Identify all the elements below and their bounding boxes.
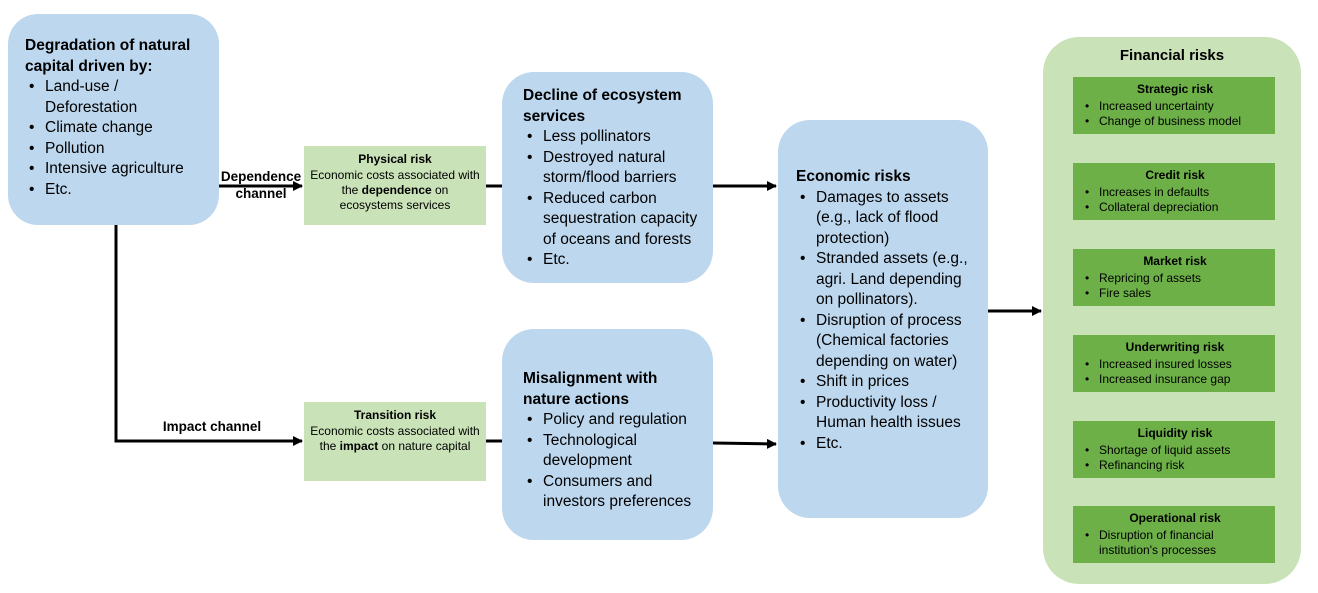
risk-title: Underwriting risk <box>1125 340 1225 354</box>
impact-channel-label: Impact channel <box>162 419 262 434</box>
list-item: Destroyed natural storm/flood barriers <box>527 148 705 189</box>
risk-title: Market risk <box>1143 254 1207 268</box>
financial-risks-panel: Financial risks Strategic risk Increased… <box>1043 37 1301 584</box>
list-item: Reduced carbon sequestration capacity of… <box>527 189 705 251</box>
list-item: Repricing of assets <box>1085 271 1269 287</box>
list-item: Collateral depreciation <box>1085 200 1269 216</box>
misalignment-list: Policy and regulation Technological deve… <box>523 410 705 513</box>
list-item: Increased insurance gap <box>1085 372 1269 388</box>
liquidity-risk-box: Liquidity risk Shortage of liquid assets… <box>1073 421 1275 478</box>
misalignment-box: Misalignment with nature actions Policy … <box>502 329 713 540</box>
list-item: Disruption of process (Chemical factorie… <box>800 311 980 373</box>
financial-risks-title: Financial risks <box>1119 47 1225 64</box>
list-item: Increases in defaults <box>1085 185 1269 201</box>
economic-risks-box: Economic risks Damages to assets (e.g., … <box>778 120 988 518</box>
list-item: Climate change <box>29 118 209 139</box>
list-item: Policy and regulation <box>527 410 705 431</box>
transition-risk-title: Transition risk <box>353 408 437 422</box>
list-item: Disruption of financial institution's pr… <box>1085 528 1269 559</box>
list-item: Change of business model <box>1085 114 1269 130</box>
economic-risks-title: Economic risks <box>796 168 911 185</box>
list-item: Fire sales <box>1085 286 1269 302</box>
list-item: Etc. <box>527 250 705 271</box>
list-item: Etc. <box>800 434 980 455</box>
ecosystem-decline-box: Decline of ecosystem services Less polli… <box>502 72 713 283</box>
physical-risk-text: Economic costs associated with the depen… <box>310 168 480 212</box>
misalignment-title: Misalignment with nature actions <box>523 370 658 408</box>
list-item: Intensive agriculture <box>29 159 209 180</box>
degradation-title: Degradation of natural capital driven by… <box>25 37 191 75</box>
transition-risk-text: Economic costs associated with the impac… <box>310 424 480 453</box>
credit-risk-box: Credit risk Increases in defaults Collat… <box>1073 163 1275 220</box>
list-item: Refinancing risk <box>1085 458 1269 474</box>
list-item: Shift in prices <box>800 372 980 393</box>
list-item: Less pollinators <box>527 127 705 148</box>
arrow-impact-channel <box>114 225 303 446</box>
list-item: Increased uncertainty <box>1085 99 1269 115</box>
physical-risk-box: Physical risk Economic costs associated … <box>304 146 486 225</box>
list-item: Productivity loss / Human health issues <box>800 393 980 434</box>
operational-risk-box: Operational risk Disruption of financial… <box>1073 506 1275 563</box>
arrow-misalignment-to-economic <box>712 438 777 449</box>
ecosystem-decline-list: Less pollinators Destroyed natural storm… <box>523 127 705 271</box>
physical-risk-title: Physical risk <box>358 152 432 166</box>
list-item: Land-use / Deforestation <box>29 77 209 118</box>
risk-title: Operational risk <box>1129 511 1221 525</box>
ecosystem-decline-title: Decline of ecosystem services <box>523 87 682 125</box>
risk-title: Strategic risk <box>1136 82 1214 96</box>
list-item: Stranded assets (e.g., agri. Land depend… <box>800 249 980 311</box>
dependence-channel-label: Dependence channel <box>220 169 302 201</box>
list-item: Damages to assets (e.g., lack of flood p… <box>800 188 980 250</box>
degradation-box: Degradation of natural capital driven by… <box>8 14 219 225</box>
strategic-risk-box: Strategic risk Increased uncertainty Cha… <box>1073 77 1275 134</box>
underwriting-risk-box: Underwriting risk Increased insured loss… <box>1073 335 1275 392</box>
list-item: Etc. <box>29 180 209 201</box>
list-item: Consumers and investors preferences <box>527 472 705 513</box>
economic-risks-list: Damages to assets (e.g., lack of flood p… <box>796 188 980 455</box>
market-risk-box: Market risk Repricing of assets Fire sal… <box>1073 249 1275 306</box>
transition-risk-box: Transition risk Economic costs associate… <box>304 402 486 481</box>
risk-title: Liquidity risk <box>1137 426 1213 440</box>
list-item: Pollution <box>29 139 209 160</box>
list-item: Technological development <box>527 431 705 472</box>
degradation-list: Land-use / Deforestation Climate change … <box>25 77 209 200</box>
risk-title: Credit risk <box>1145 168 1205 182</box>
list-item: Shortage of liquid assets <box>1085 443 1269 459</box>
list-item: Increased insured losses <box>1085 357 1269 373</box>
